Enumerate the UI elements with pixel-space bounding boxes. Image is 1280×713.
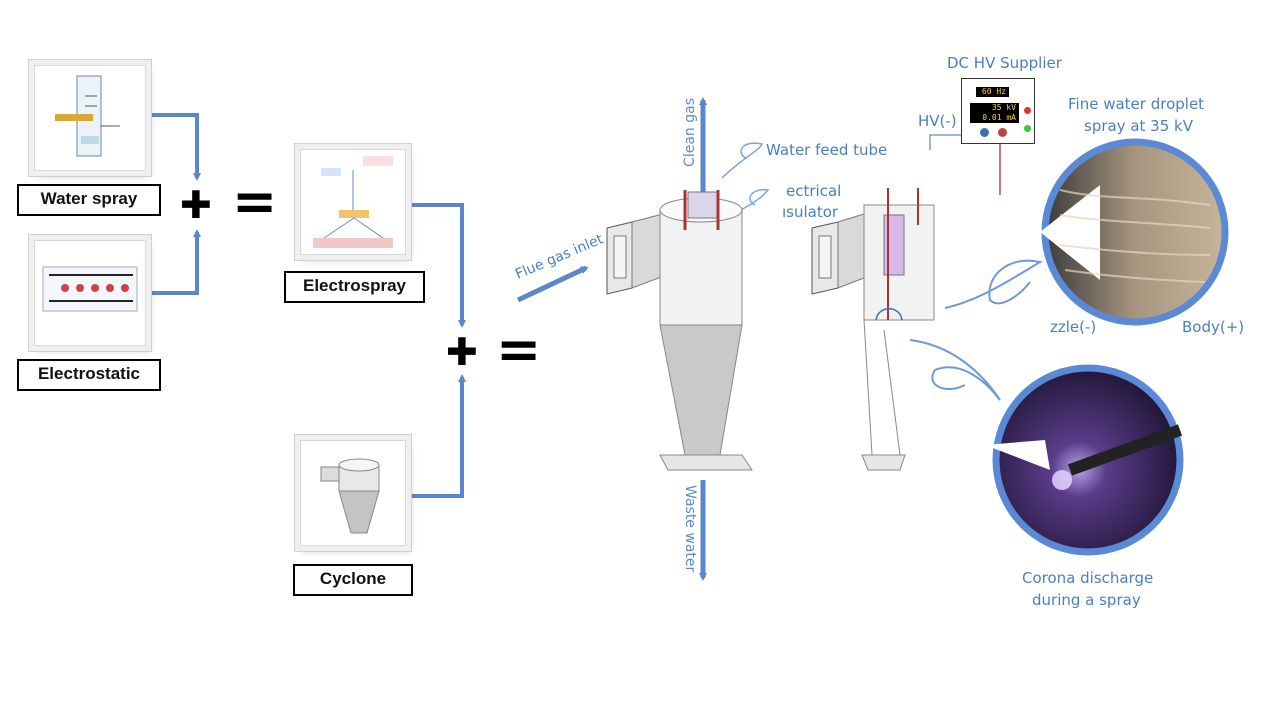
corona-inset	[985, 364, 1184, 556]
dc-hv-supplier-label: DC HV Supplier	[947, 54, 1062, 72]
green-indicator	[1024, 125, 1031, 132]
cyclone-thumbnail	[300, 440, 406, 546]
connector-electrostatic	[150, 229, 201, 295]
cutaway-device	[811, 188, 935, 471]
water-feed-curl	[721, 142, 763, 179]
corona-curl	[909, 339, 1001, 401]
plus-sign-2: ✚	[446, 330, 478, 374]
cyclone-label: Cyclone	[293, 564, 413, 596]
water-spray-label: Water spray	[17, 184, 161, 216]
corona-label-1: Corona discharge	[1022, 569, 1154, 587]
cyclone-device	[606, 190, 753, 471]
connector-electrospray	[412, 203, 466, 328]
equals-sign-1: =	[232, 170, 278, 233]
connector-cyclone	[412, 374, 466, 498]
equals-sign-2: =	[496, 318, 542, 381]
ground-terminal	[998, 128, 1007, 137]
electrospray-thumbnail	[300, 149, 406, 255]
red-indicator	[1024, 107, 1031, 114]
flue-gas-arrow	[516, 265, 589, 303]
electrospray-label: Electrospray	[284, 271, 425, 303]
connector-water-spray	[150, 113, 201, 181]
fine-droplet-label-1: Fine water droplet	[1068, 95, 1205, 113]
electrical-insulator-label-1: ectrical	[786, 182, 842, 200]
hv-terminal	[980, 128, 989, 137]
spray-curl	[944, 259, 1043, 309]
clean-gas-label: Clean gas	[682, 98, 698, 167]
current-display: 0.01 mA	[970, 113, 1019, 123]
body-plus-label: Body(+)	[1182, 318, 1245, 336]
voltage-display: 35 kV	[970, 103, 1019, 113]
nozzle-minus-label: zzle(-)	[1050, 318, 1097, 336]
corona-label-2: during a spray	[1032, 591, 1141, 609]
waste-water-label: Waste water	[682, 485, 698, 573]
electrostatic-thumbnail	[34, 240, 146, 346]
hv-minus-label: HV(-)	[918, 112, 957, 130]
water-feed-tube-label: Water feed tube	[766, 141, 888, 159]
frequency-display: 60 Hz	[976, 87, 1009, 97]
fine-spray-inset	[1040, 138, 1229, 326]
fine-droplet-label-2: spray at 35 kV	[1084, 117, 1193, 135]
electrostatic-label: Electrostatic	[17, 359, 161, 391]
electrical-insulator-label-2: ısulator	[782, 203, 839, 221]
hv-supplier-panel: 60 Hz 35 kV 0.01 mA	[961, 78, 1035, 144]
plus-sign-1: ✚	[180, 183, 212, 227]
water-spray-thumbnail	[34, 65, 146, 171]
